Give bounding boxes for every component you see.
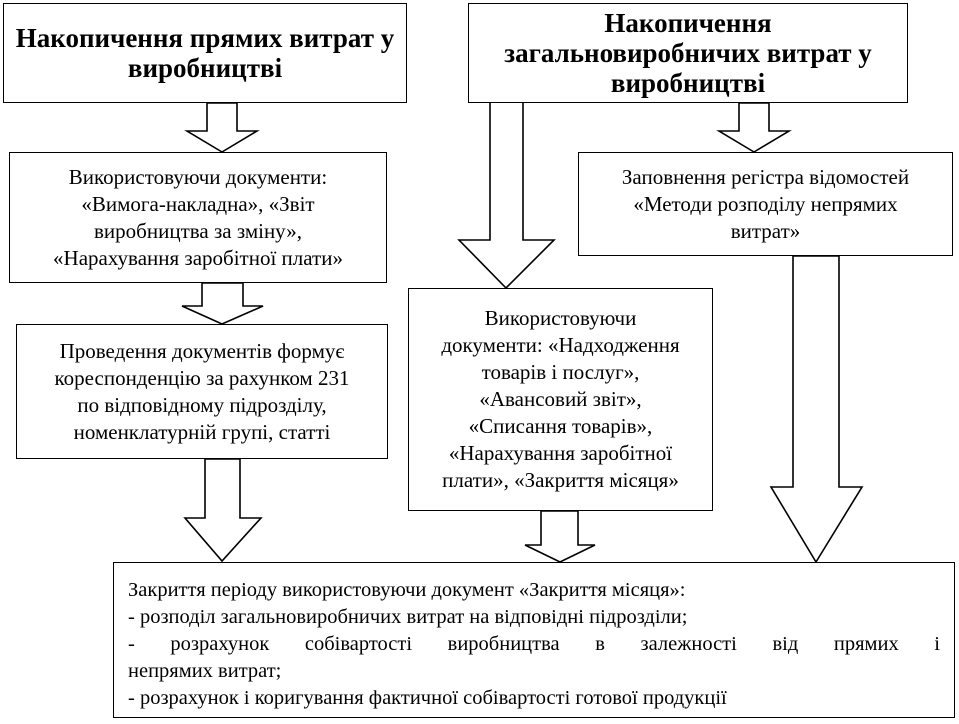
closing-line-3: - розрахунок собівартості виробництва в … <box>128 633 940 655</box>
overhead-costs-title-text: Накопичення загальновиробничих витрат у … <box>504 8 872 98</box>
arrow-direct-title-to-documents <box>184 102 260 153</box>
arrow-documents-to-posting <box>181 282 264 325</box>
closing-line-4: непрямих витрат; <box>128 660 282 682</box>
box-overhead-documents: Використовуючи документи: «Надходження т… <box>408 288 713 511</box>
box-period-closing: Закриття періоду використовуючи документ… <box>113 562 955 718</box>
direct-documents-text: Використовуючи документи: «Вимога-наклад… <box>53 164 343 270</box>
posting-text: Проведення документів формує кореспонден… <box>54 338 350 444</box>
closing-line-1: Закриття періоду використовуючи документ… <box>128 579 686 601</box>
box-direct-costs-title: Накопичення прямих витрат у виробництві <box>3 3 407 103</box>
box-direct-documents: Використовуючи документи: «Вимога-наклад… <box>9 152 387 283</box>
arrow-posting-to-closing <box>183 458 263 563</box>
box-overhead-costs-title: Накопичення загальновиробничих витрат у … <box>468 3 908 103</box>
overhead-documents-text: Використовуючи документи: «Надходження т… <box>441 306 680 492</box>
box-register: Заповнення регістра відомостей «Методи р… <box>578 152 953 256</box>
register-text: Заповнення регістра відомостей «Методи р… <box>621 164 910 243</box>
direct-costs-title-text: Накопичення прямих витрат у виробництві <box>15 23 395 83</box>
arrow-overhead-documents-to-closing <box>524 510 596 563</box>
arrow-overhead-title-to-register <box>716 102 792 153</box>
box-posting: Проведення документів формує кореспонден… <box>16 324 388 459</box>
closing-line-2: - розподіл загальновиробничих витрат на … <box>128 606 688 628</box>
arrow-register-to-closing <box>769 255 864 564</box>
closing-line-5: - розрахунок і коригування фактичної соб… <box>128 687 727 709</box>
